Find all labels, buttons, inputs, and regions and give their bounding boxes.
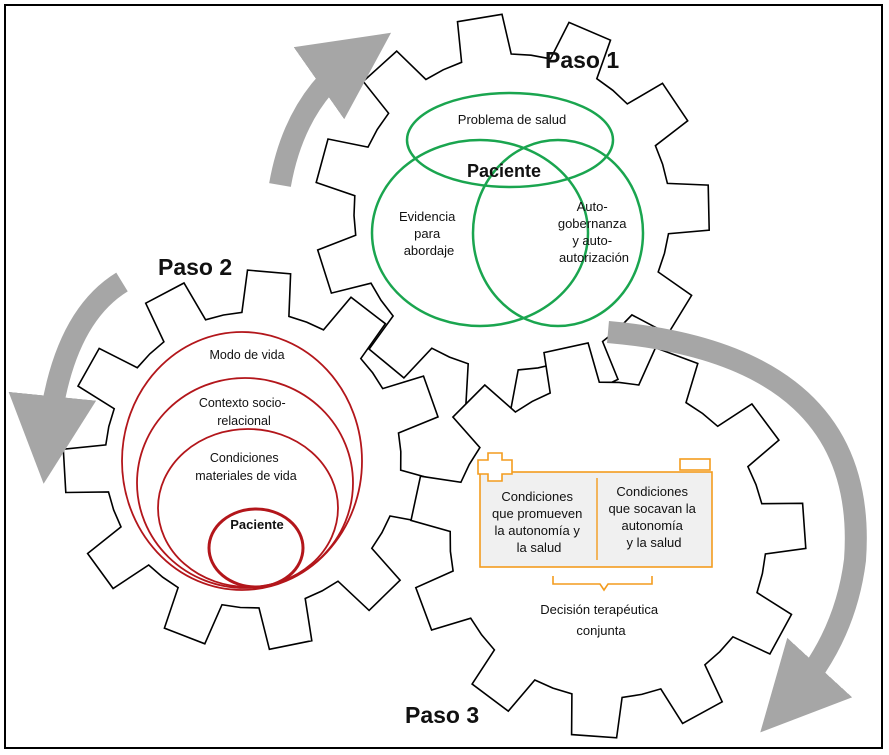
venn-left-line-3: abordaje bbox=[404, 243, 455, 258]
venn-right-line-4: autorización bbox=[559, 250, 629, 265]
decision-label: Decisión terapéutica conjunta bbox=[540, 602, 661, 638]
right-box-line-1: Condiciones bbox=[616, 484, 688, 499]
step2-title: Paso 2 bbox=[158, 254, 232, 280]
venn-right-label: Auto- gobernanza y auto- autorización bbox=[558, 199, 630, 265]
balance-box bbox=[479, 471, 713, 568]
venn-left-line-1: Evidencia bbox=[399, 209, 456, 224]
condiciones-line-2: materiales de vida bbox=[195, 469, 296, 483]
contexto-line-1: Contexto socio- bbox=[199, 396, 286, 410]
left-box-line-1: Condiciones bbox=[501, 489, 573, 504]
step3-title: Paso 3 bbox=[405, 702, 479, 728]
venn-right-line-3: y auto- bbox=[572, 233, 612, 248]
left-box-line-2: que promueven bbox=[492, 506, 582, 521]
contexto-line-2: relacional bbox=[217, 414, 271, 428]
decision-line-2: conjunta bbox=[576, 623, 626, 638]
venn-right-line-1: Auto- bbox=[577, 199, 608, 214]
right-box-label: Condiciones que socavan la autonomía y l… bbox=[608, 484, 699, 550]
ring-contexto bbox=[136, 377, 354, 589]
step1-title: Paso 1 bbox=[545, 47, 619, 73]
venn-left-label: Evidencia para abordaje bbox=[399, 209, 459, 258]
cycle-arrow-step1 bbox=[269, 32, 392, 187]
left-box-line-3: la autonomía y bbox=[495, 523, 581, 538]
diagram-frame bbox=[4, 4, 883, 749]
ring-label-condiciones: Condiciones materiales de vida bbox=[195, 451, 296, 483]
venn-right-line-2: gobernanza bbox=[558, 216, 627, 231]
ring-label-paciente: Paciente bbox=[230, 517, 283, 532]
step3-balance: Condiciones que promueven la autonomía y… bbox=[477, 452, 713, 638]
right-box-line-3: autonomía bbox=[621, 518, 683, 533]
cycle-arrow-step2 bbox=[8, 272, 129, 484]
left-box-label: Condiciones que promueven la autonomía y… bbox=[492, 489, 586, 555]
left-box-line-4: la salud bbox=[517, 540, 562, 555]
step1-venn: Problema de salud Paciente Evidencia par… bbox=[370, 91, 645, 328]
venn-left-line-2: para bbox=[414, 226, 441, 241]
gear-step-2 bbox=[62, 269, 443, 651]
minus-icon bbox=[679, 458, 711, 471]
ring-paciente bbox=[207, 507, 305, 589]
venn-circle-right bbox=[471, 138, 645, 328]
venn-circle-left bbox=[370, 138, 590, 328]
right-box-line-4: y la salud bbox=[627, 535, 682, 550]
right-box-line-2: que socavan la bbox=[608, 501, 696, 516]
condiciones-line-1: Condiciones bbox=[210, 451, 279, 465]
cycle-arrow-step3 bbox=[607, 321, 867, 733]
ring-label-modo-de-vida: Modo de vida bbox=[209, 348, 284, 362]
bracket-icon bbox=[552, 576, 653, 592]
ring-label-contexto: Contexto socio- relacional bbox=[199, 396, 289, 428]
venn-ellipse-top bbox=[405, 91, 615, 189]
ring-modo-de-vida bbox=[121, 331, 363, 591]
plus-icon bbox=[477, 452, 513, 482]
venn-center-label: Paciente bbox=[467, 161, 541, 181]
step2-nested-circles: Modo de vida Contexto socio- relacional … bbox=[121, 331, 363, 591]
venn-top-label: Problema de salud bbox=[458, 112, 566, 127]
decision-line-1: Decisión terapéutica bbox=[540, 602, 659, 617]
